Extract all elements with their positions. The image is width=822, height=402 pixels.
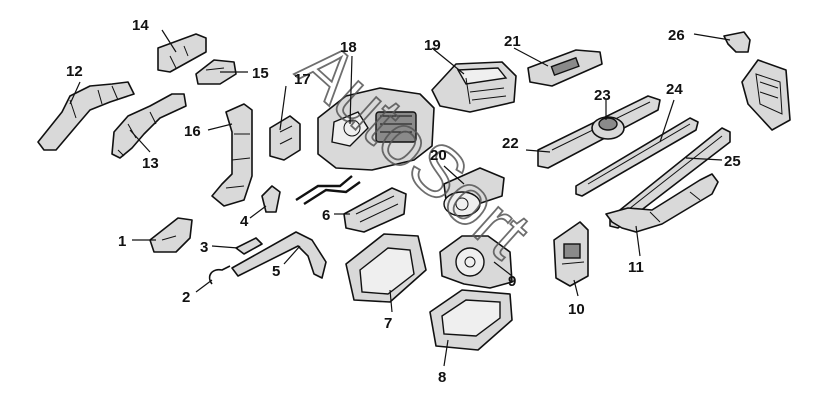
callout-12: 12 [66,63,83,80]
leader-lines [69,29,731,367]
part-10-actuator [553,221,589,287]
part-13-duct [111,93,187,159]
callout-23: 23 [594,87,611,104]
callout-22: 22 [502,135,519,152]
callout-5: 5 [272,263,280,280]
callout-24: 24 [666,81,683,98]
part-4-fitting [261,185,281,213]
part-15-outlet [195,59,237,85]
callout-18: 18 [340,39,357,56]
part-18-hvac-housing [317,87,435,171]
callout-21: 21 [504,33,521,50]
callout-13: 13 [142,155,159,172]
callout-16: 16 [184,123,201,140]
part-6-filter [343,187,407,233]
part-3-fitting [235,237,263,255]
callout-20: 20 [430,147,447,164]
part-20-blower-motor [443,167,505,217]
part-14-duct-piece [157,33,207,73]
callout-labels: 1 2 3 4 5 6 7 8 9 10 11 12 13 14 15 16 1… [66,17,741,386]
part-16-vertical-duct [211,103,253,207]
part-5-hose [231,231,327,279]
callout-9: 9 [508,273,516,290]
callout-25: 25 [724,153,741,170]
callout-3: 3 [200,239,208,256]
pipe-assembly [295,175,361,206]
callout-17: 17 [294,71,311,88]
callout-19: 19 [424,37,441,54]
part-1-bracket [149,217,193,253]
callout-15: 15 [252,65,269,82]
callout-10: 10 [568,301,585,318]
callout-1: 1 [118,233,126,250]
part-7-evaporator-tray [345,233,427,303]
part-25-trim-bar [609,127,731,229]
part-9-motor-housing [439,235,513,289]
part-8-drain-box [429,289,513,351]
part-26-clip [723,31,751,53]
callout-2: 2 [182,289,190,306]
part-24-trim-bar [575,117,699,197]
part-23-vent-knob [591,116,625,140]
callout-11: 11 [628,259,644,276]
callout-26: 26 [668,27,685,44]
part-19-blower-case [431,61,517,113]
part-2-hose-clip [208,265,231,285]
callout-8: 8 [438,369,446,386]
callout-4: 4 [240,213,249,230]
callout-6: 6 [322,207,330,224]
callout-7: 7 [384,315,392,332]
part-21-panel [527,49,603,87]
part-17-duct-bracket [269,115,301,161]
grille-panel [741,59,791,131]
part-11-duct-tube [605,173,719,233]
part-12-air-duct [37,81,135,151]
callout-14: 14 [132,17,149,34]
